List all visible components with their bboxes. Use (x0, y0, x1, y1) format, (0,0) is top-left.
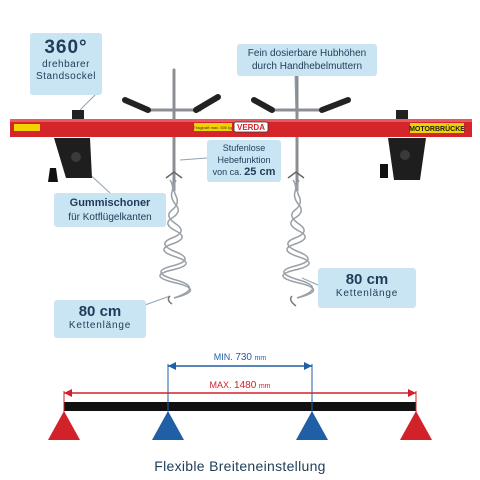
callout-rotation: 360° drehbarer Standsockel (30, 33, 102, 95)
blue-triangle-right (296, 411, 328, 440)
connector-line (179, 157, 208, 161)
beam-label-center-text: Tragkraft max. 500 kg (194, 125, 233, 130)
callout-chain-left: 80 cm Kettenlänge (54, 300, 146, 338)
motorbruecke-label: MOTORBRÜCKE (409, 124, 465, 133)
brand-text: VERDA (237, 123, 265, 132)
gummi-line2: für Kotflügelkanten (68, 212, 152, 223)
chain-right-length: 80 cm (345, 271, 389, 288)
stufen-line3-prefix: von ca. (212, 167, 242, 177)
left-chain (159, 171, 192, 305)
hub-line1: Fein dosierbare Hubhöhen (247, 48, 367, 59)
gummi-title: Gummischoner (69, 197, 151, 209)
rotation-line2: Standsockel (36, 71, 96, 82)
min-width-label: MIN. 730 mm (214, 352, 267, 363)
red-triangle-right (400, 411, 432, 440)
rotation-line1: drehbarer (42, 59, 90, 70)
beam-label-right (410, 123, 464, 133)
max-width-label: MAX. 1480 mm (210, 380, 271, 391)
red-triangle-left (48, 411, 80, 440)
chain-left-length: 80 cm (78, 303, 122, 320)
chain-left-label: Kettenlänge (68, 320, 132, 331)
right-chain (282, 171, 315, 307)
right-stand (380, 110, 426, 180)
left-stand (48, 110, 92, 182)
chain-right-label: Kettenlänge (335, 288, 399, 299)
callout-gummi: Gummischoner für Kotflügelkanten (54, 193, 166, 227)
connector-line (144, 295, 171, 306)
stufen-line3-value: 25 cm (244, 166, 276, 178)
connector-line (301, 277, 319, 286)
hub-line2: durch Handhebelmuttern (251, 61, 363, 72)
stufen-line2: Hebefunktion (217, 155, 271, 165)
beam-label-left (14, 124, 40, 131)
blue-triangle-left (152, 411, 184, 440)
width-diagram: MIN. 730 mm MAX. 1480 mm (48, 352, 432, 440)
callout-chain-right: 80 cm Kettenlänge (318, 268, 416, 308)
beam-label-center (194, 123, 232, 131)
callout-stufen: Stufenlose Hebefunktion von ca. 25 cm (207, 140, 281, 182)
caption: Flexible Breiteneinstellung (154, 458, 326, 474)
rotation-degrees: 360° (44, 37, 88, 58)
width-bar (64, 402, 416, 411)
stufen-line1: Stufenlose (222, 143, 266, 153)
left-hand-lever (122, 68, 221, 192)
red-beam: Tragkraft max. 500 kg VERDA MOTORBRÜCKE (10, 119, 472, 137)
verda-logo (233, 121, 269, 133)
callout-hub: Fein dosierbare Hubhöhen durch Handhebel… (237, 44, 377, 76)
